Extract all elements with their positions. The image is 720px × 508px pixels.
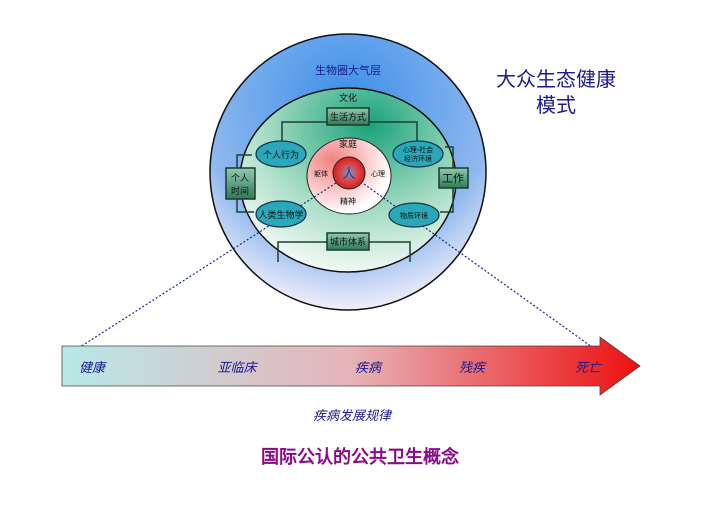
- box-urban: [326, 232, 370, 251]
- title-line-2: 模式: [536, 93, 576, 117]
- oval-physical: [388, 202, 440, 228]
- label-spirit: 精神: [340, 196, 356, 206]
- label-work: 工作: [442, 172, 464, 185]
- label-family: 家庭: [339, 138, 357, 150]
- oval-socio: [392, 140, 444, 168]
- stage-disability: 残疾: [459, 361, 487, 376]
- stage-subclinical: 亚临床: [217, 361, 258, 376]
- label-behavior: 个人行为: [263, 149, 299, 161]
- caption: 国际公认的公共卫生概念: [261, 446, 459, 468]
- label-biosphere: 生物圈大气层: [315, 63, 381, 77]
- person-circle: [332, 156, 366, 190]
- label-mind: 心理: [371, 170, 385, 178]
- stage-health: 健康: [79, 360, 107, 376]
- label-time-1: 个人: [231, 173, 249, 184]
- label-biology: 人类生物学: [258, 209, 303, 221]
- subtitle: 疾病发展规律: [313, 409, 393, 424]
- stage-disease: 疾病: [355, 361, 383, 376]
- oval-behavior: [255, 140, 307, 168]
- label-socio-2: 经济环境: [404, 154, 432, 163]
- label-culture: 文化: [339, 92, 357, 104]
- label-socio-1: 心理-社会: [403, 145, 433, 154]
- label-lifestyle: 生活方式: [330, 111, 366, 123]
- label-physical: 物质环境: [400, 211, 428, 220]
- box-time: [225, 167, 256, 200]
- box-work: [438, 167, 469, 189]
- label-body: 躯体: [314, 169, 328, 178]
- label-time-2: 时间: [231, 185, 249, 197]
- oval-biology: [255, 200, 307, 228]
- label-urban: 城市体系: [330, 236, 366, 248]
- disease-progression-arrow: [61, 336, 641, 396]
- label-person: 人: [342, 167, 355, 182]
- stage-death: 死亡: [575, 361, 603, 376]
- title-line-1: 大众生态健康: [496, 67, 616, 91]
- box-lifestyle: [326, 107, 370, 126]
